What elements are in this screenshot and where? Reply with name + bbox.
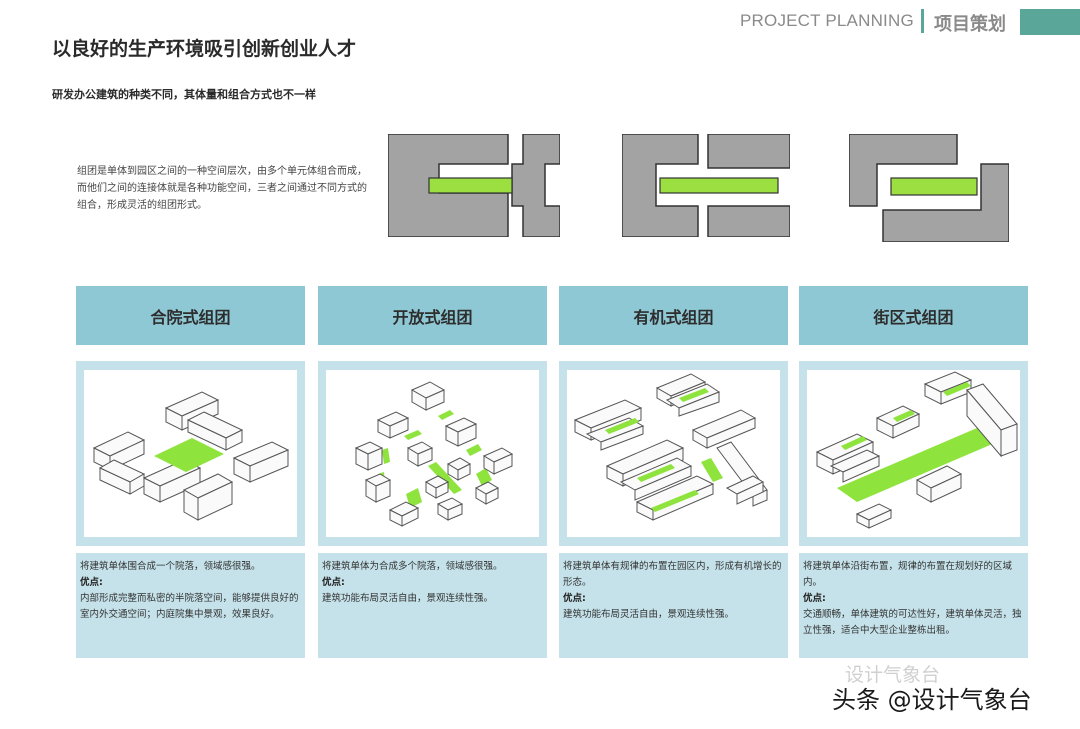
- column-header-open: 开放式组团: [318, 286, 547, 345]
- desc-text: 将建筑单体围合成一个院落，领域感很强。: [80, 561, 261, 572]
- column-header-organic: 有机式组团: [559, 286, 788, 345]
- page-subtitle: 研发办公建筑的种类不同，其体量和组合方式也不一样: [52, 88, 316, 101]
- page-title: 以良好的生产环境吸引创新创业人才: [52, 38, 357, 60]
- column-desc-block: 将建筑单体沿街布置，规律的布置在规划好的区域内。 优点: 交通顺畅，单体建筑的可…: [799, 553, 1028, 658]
- image-frame-courtyard: [76, 361, 305, 546]
- header-chinese-title: 项目策划: [934, 14, 1006, 35]
- desc-text: 将建筑单体为合成多个院落，领域感很强。: [322, 561, 503, 572]
- watermark-main: 头条 @设计气象台: [832, 686, 1032, 714]
- header-divider: [921, 9, 924, 33]
- plan-diagram-3: [849, 134, 1009, 242]
- intro-paragraph: 组团是单体到园区之间的一种空间层次，由多个单元体组合而成，而他们之间的连接体就是…: [77, 166, 367, 211]
- block-cluster-illustration: [815, 371, 1018, 529]
- column-desc-organic: 将建筑单体有规律的布置在园区内，形成有机增长的形态。 优点: 建筑功能布局灵活自…: [559, 553, 788, 658]
- organic-cluster-illustration: [573, 373, 768, 521]
- column-header-block: 街区式组团: [799, 286, 1028, 345]
- header-accent-block: [1020, 9, 1080, 35]
- header-english-title: PROJECT PLANNING: [740, 11, 914, 30]
- plan-diagram-1: [388, 134, 560, 237]
- image-frame-open: [318, 361, 547, 546]
- advantage-label: 优点:: [803, 593, 826, 604]
- open-cluster-illustration: [354, 381, 514, 527]
- desc-text: 将建筑单体沿街布置，规律的布置在规划好的区域内。: [803, 561, 1013, 588]
- advantage-text: 交通顺畅，单体建筑的可达性好，建筑单体灵活，独立性强，适合中大型企业整栋出租。: [803, 609, 1022, 636]
- advantage-text: 建筑功能布局灵活自由，景观连续性强。: [563, 609, 735, 620]
- advantage-text: 内部形成完整而私密的半院落空间，能够提供良好的室内外交通空间；内庭院集中景观，效…: [80, 593, 299, 620]
- advantage-label: 优点:: [563, 593, 586, 604]
- plan-diagram-2: [622, 134, 790, 237]
- desc-text: 将建筑单体有规律的布置在园区内，形成有机增长的形态。: [563, 561, 782, 588]
- advantage-text: 建筑功能布局灵活自由，景观连续性强。: [322, 593, 494, 604]
- image-frame-organic: [559, 361, 788, 546]
- image-frame-block: [799, 361, 1028, 546]
- advantage-label: 优点:: [80, 577, 103, 588]
- advantage-label: 优点:: [322, 577, 345, 588]
- column-desc-open: 将建筑单体为合成多个院落，领域感很强。 优点: 建筑功能布局灵活自由，景观连续性…: [318, 553, 547, 658]
- courtyard-cluster-illustration: [92, 391, 290, 521]
- column-desc-courtyard: 将建筑单体围合成一个院落，领域感很强。 优点: 内部形成完整而私密的半院落空间，…: [76, 553, 305, 658]
- column-header-courtyard: 合院式组团: [76, 286, 305, 345]
- watermark-faint: 设计气象台: [845, 664, 941, 686]
